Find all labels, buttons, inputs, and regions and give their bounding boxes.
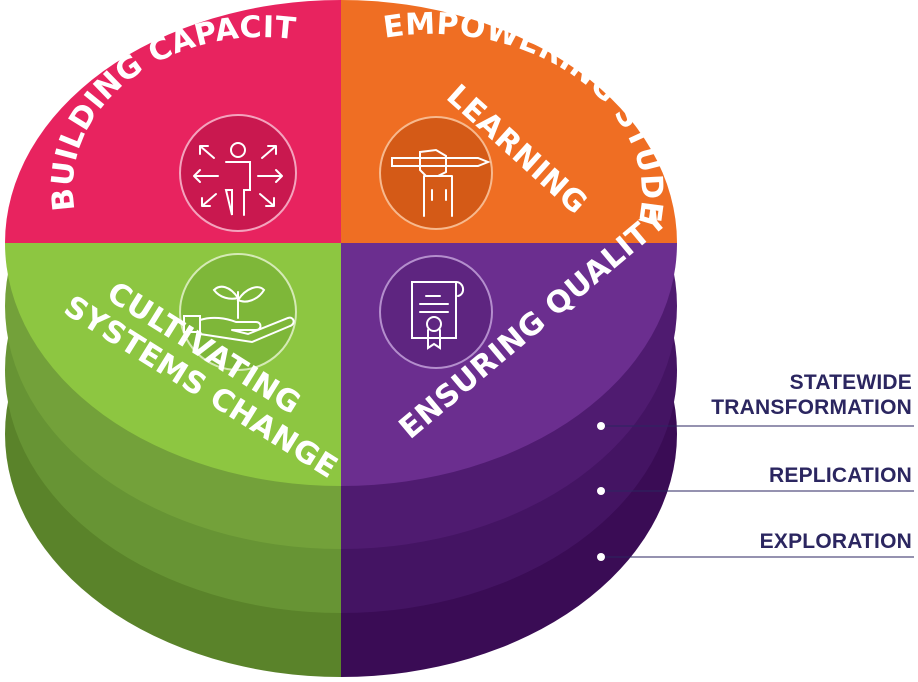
- level-label-line: TRANSFORMATION: [711, 396, 912, 419]
- person-arrows-icon: [179, 114, 297, 232]
- level-label-exploration: EXPLORATION: [760, 529, 912, 554]
- certificate-icon: [379, 255, 493, 369]
- pointer-dot-statewide: [597, 422, 605, 430]
- pointer-dot-replication: [597, 487, 605, 495]
- level-label-statewide-transformation: STATEWIDE TRANSFORMATION: [711, 370, 912, 420]
- hand-sprout-icon: [179, 253, 297, 371]
- pointer-dot-exploration: [597, 553, 605, 561]
- level-label-line: STATEWIDE: [789, 371, 912, 394]
- level-pointers: [597, 422, 914, 561]
- level-label-line: REPLICATION: [769, 464, 912, 487]
- hand-pencil-icon: [379, 116, 493, 230]
- level-label-line: EXPLORATION: [759, 530, 912, 553]
- level-label-replication: REPLICATION: [769, 463, 912, 488]
